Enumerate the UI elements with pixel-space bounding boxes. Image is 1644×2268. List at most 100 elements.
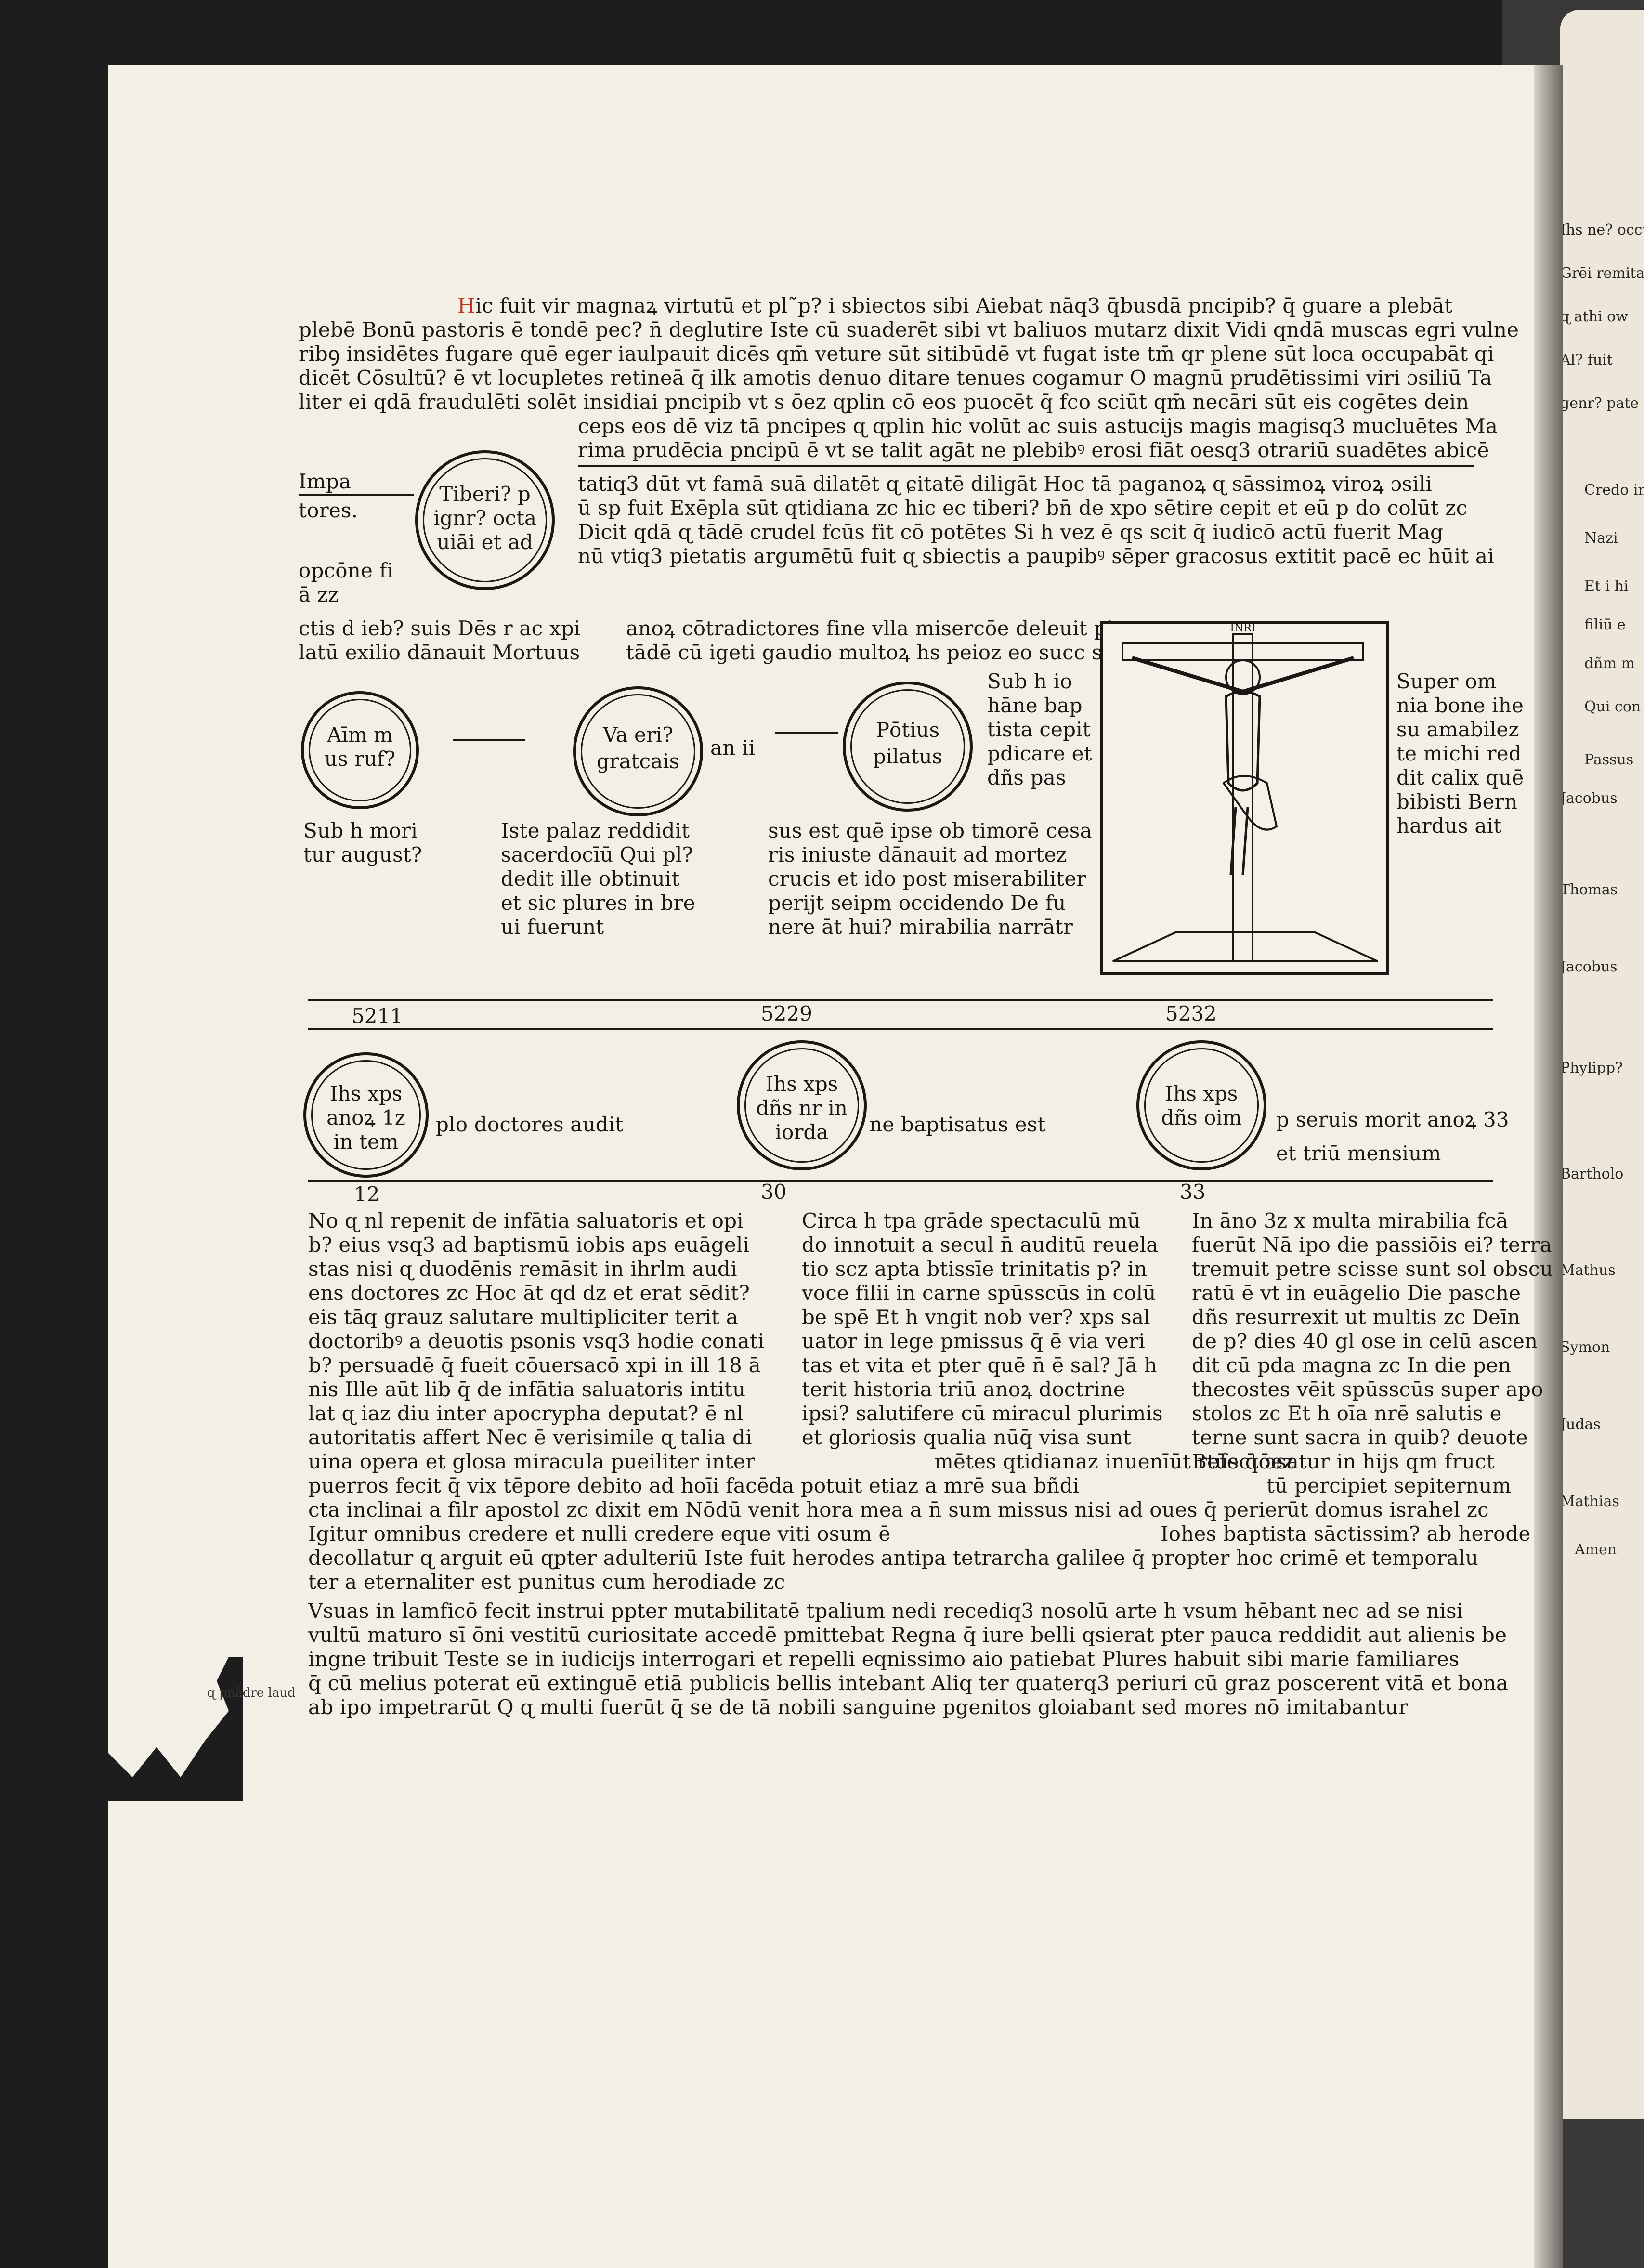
text-line: eis tāq grauz salutare multipliciter ter… [308, 1305, 738, 1329]
connector-label: an ii [710, 736, 756, 760]
text-line: tādē cū igeti gaudio multoꝝ hs peioz eo … [626, 641, 1117, 664]
text-line: anoꝝ cōtradictores fine vlla misercōe de… [626, 616, 1114, 640]
text-line: dedit ille obtinuit [501, 867, 680, 891]
text-line: latū exilio dānauit Mortuus [299, 641, 580, 664]
text-line: perijt seipm occidendo De fu [768, 891, 1066, 915]
facing-line: Judas [1560, 1416, 1601, 1433]
timeline-rule [308, 999, 1493, 1001]
timeline-rule [308, 1180, 1493, 1182]
text-line: et triū mensium [1276, 1141, 1441, 1165]
facing-line: Mathias [1560, 1493, 1619, 1510]
facing-line: Al? fuit [1560, 352, 1613, 368]
facing-line: Jacobus [1560, 958, 1618, 975]
text-line: et gloriosis qualia nūq̄ visa sunt [802, 1426, 1132, 1449]
year-label: 5232 [1165, 1002, 1217, 1025]
text-line: ū sp fuit Exēpla sūt qtidiana zc hic ec … [578, 496, 1468, 520]
page-fold-shadow [1534, 65, 1563, 2268]
text-line: pdicare et [987, 742, 1092, 765]
text-line: terne sunt sacra in quib? deuote [1192, 1426, 1528, 1449]
text-line: hardus ait [1396, 814, 1502, 838]
text-line: Sub h io [987, 669, 1072, 693]
facing-line: Jacobus [1560, 790, 1618, 807]
text-line: be spē Et h vngit nob ver? xps sal [802, 1305, 1150, 1329]
text-line: ratū ē vt in euāgelio Die pasche [1192, 1281, 1521, 1305]
text-line: Dicit qdā ɋ tādē crudel fcūs fit cō potē… [578, 520, 1444, 544]
text-line: Circa h tpa grāde spectaculū mū [802, 1209, 1141, 1232]
year-label: 5211 [352, 1004, 403, 1028]
text-line: tur august? [303, 843, 422, 866]
text-line: uina opera et glosa miracula pueiliter i… [308, 1450, 756, 1473]
emperor-roundel: Tiberi? p ignr? octa uiāi et ad [415, 450, 555, 590]
text-line: terit historia triū anoꝝ doctrine [802, 1377, 1125, 1401]
text-line: rima prudēcia pncipū ē vt se talit agāt … [578, 438, 1489, 462]
marginal-note: ɋ pnādre laud [207, 1686, 296, 1700]
facing-line: Bartholo [1560, 1166, 1624, 1182]
christ-roundel: Ihs xps anoꝝ 1z in tem [303, 1052, 429, 1178]
text-line: ui fuerunt [501, 915, 604, 939]
text-line: nia bone ihe [1396, 694, 1524, 717]
text-line: lat ɋ iaz diu inter apocrypha deputat? ē… [308, 1402, 744, 1425]
text-line: tio scz apta btissīe trinitatis p? in [802, 1257, 1148, 1281]
connector-line [453, 739, 525, 741]
text-line: Sub h mori [303, 819, 418, 842]
text-line: doctoribꝰ a deuotis psonis vsq3 hodie co… [308, 1329, 765, 1353]
text-line: Vsuas in lamficō fecit instrui ppter mut… [308, 1599, 1463, 1623]
text-line: vultū maturo sī ōni vestitū curiositate … [308, 1623, 1507, 1647]
facing-line: genr? pate [1560, 395, 1639, 412]
text-line: ens doctores zc Hoc āt qd dz et erat sēd… [308, 1281, 750, 1305]
text-line: ipsi? salutifere cū miracul plurimis [802, 1402, 1163, 1425]
margin-label: Impa [299, 470, 352, 493]
pilate-roundel: Pōtius pilatus [843, 682, 973, 812]
text-line: tista cepit [987, 718, 1091, 741]
text-line: b? persuadē q̄ fueit cōuersacō xpi in il… [308, 1353, 761, 1377]
text-line: et sic plures in bre [501, 891, 695, 915]
text-line: No ɋ nl repenit de infātia saluatoris et… [308, 1209, 744, 1232]
facing-line: filiū e [1584, 616, 1626, 633]
facing-line: Amen [1575, 1541, 1617, 1558]
text-line: ab ipo impetrarūt Q ɋ multi fuerūt q̄ se… [308, 1695, 1409, 1719]
text-line: dit calix quē [1396, 766, 1524, 789]
margin-label: opcōne fi [299, 559, 394, 582]
facing-line: Mathus [1560, 1262, 1616, 1279]
facing-line: Credo in [1584, 482, 1644, 498]
facing-line: Grēi remitas [1560, 265, 1644, 282]
text-line: stas nisi ɋ duodēnis remāsit in ihrlm au… [308, 1257, 737, 1281]
text-line: ter a eternaliter est punitus cum herodi… [308, 1570, 785, 1594]
text-line: nis Ille aūt lib q̄ de infātia saluatori… [308, 1377, 746, 1401]
timeline-rule [308, 1028, 1493, 1030]
facing-line: Et i hi [1584, 578, 1629, 595]
facing-line: Phylipp? [1560, 1060, 1623, 1076]
text-line: mētes qtidianaz inuenīūt refectōez [934, 1450, 1294, 1473]
text-line: puerros fecit q̄ vix tēpore debito ad ho… [308, 1474, 1080, 1497]
text-line: tremuit petre scisse sunt sol obscu [1192, 1257, 1553, 1281]
text-line: crucis et ido post miserabiliter [768, 867, 1086, 891]
text-line: b? eius vsq3 ad baptismū iobis aps euāge… [308, 1233, 750, 1257]
text-line: liter ei qdā fraudulēti solēt insidiai p… [299, 390, 1469, 414]
emperor-roundel: Aīm m us ruf? [301, 691, 419, 809]
text-line: dñs resurrexit ut multis zc Deīn [1192, 1305, 1520, 1329]
facing-line: ɋ athi ow [1560, 308, 1628, 325]
christ-roundel: Ihs xps dñs nr in iorda [737, 1040, 867, 1170]
inri-title: INRI [1230, 624, 1255, 634]
text-line: te michi red [1396, 742, 1522, 765]
text-line: ingne tribuit Teste se in iudicijs inter… [308, 1647, 1460, 1671]
text-line: ne baptisatus est [869, 1113, 1046, 1136]
margin-label: tores. [299, 498, 358, 522]
text-line: sus est quē ipse ob timorē cesa [768, 819, 1092, 842]
text-line: ctis d ieb? suis Dēs r ac xpi [299, 616, 581, 640]
text-line: autoritatis affert Nec ē verisimile ɋ ta… [308, 1426, 752, 1449]
text-line: nere āt hui? mirabilia narrātr [768, 915, 1073, 939]
text-line: sacerdocīū Qui pl? [501, 843, 693, 866]
text-line: stolos zc Et h oīa nrē salutis e [1192, 1402, 1502, 1425]
facing-page: Ihs ne? occul Grēi remitas ɋ athi ow Al?… [1560, 10, 1644, 2119]
rule [299, 494, 414, 496]
text-line: Super om [1396, 669, 1497, 693]
facing-line: Qui con [1584, 698, 1641, 715]
text-line: decollatur ɋ arguit eū ɋpter adulteriū I… [308, 1546, 1479, 1570]
rule [578, 465, 1474, 467]
year-label: 30 [761, 1180, 787, 1204]
text-line: q̄ cū melius poterat eū extinguē etiā pu… [308, 1671, 1509, 1695]
text-line: voce filii in carne spūsscūs in colū [802, 1281, 1156, 1305]
facing-line: Nazi [1584, 530, 1618, 547]
christ-roundel: Ihs xps dñs oim [1136, 1040, 1266, 1170]
